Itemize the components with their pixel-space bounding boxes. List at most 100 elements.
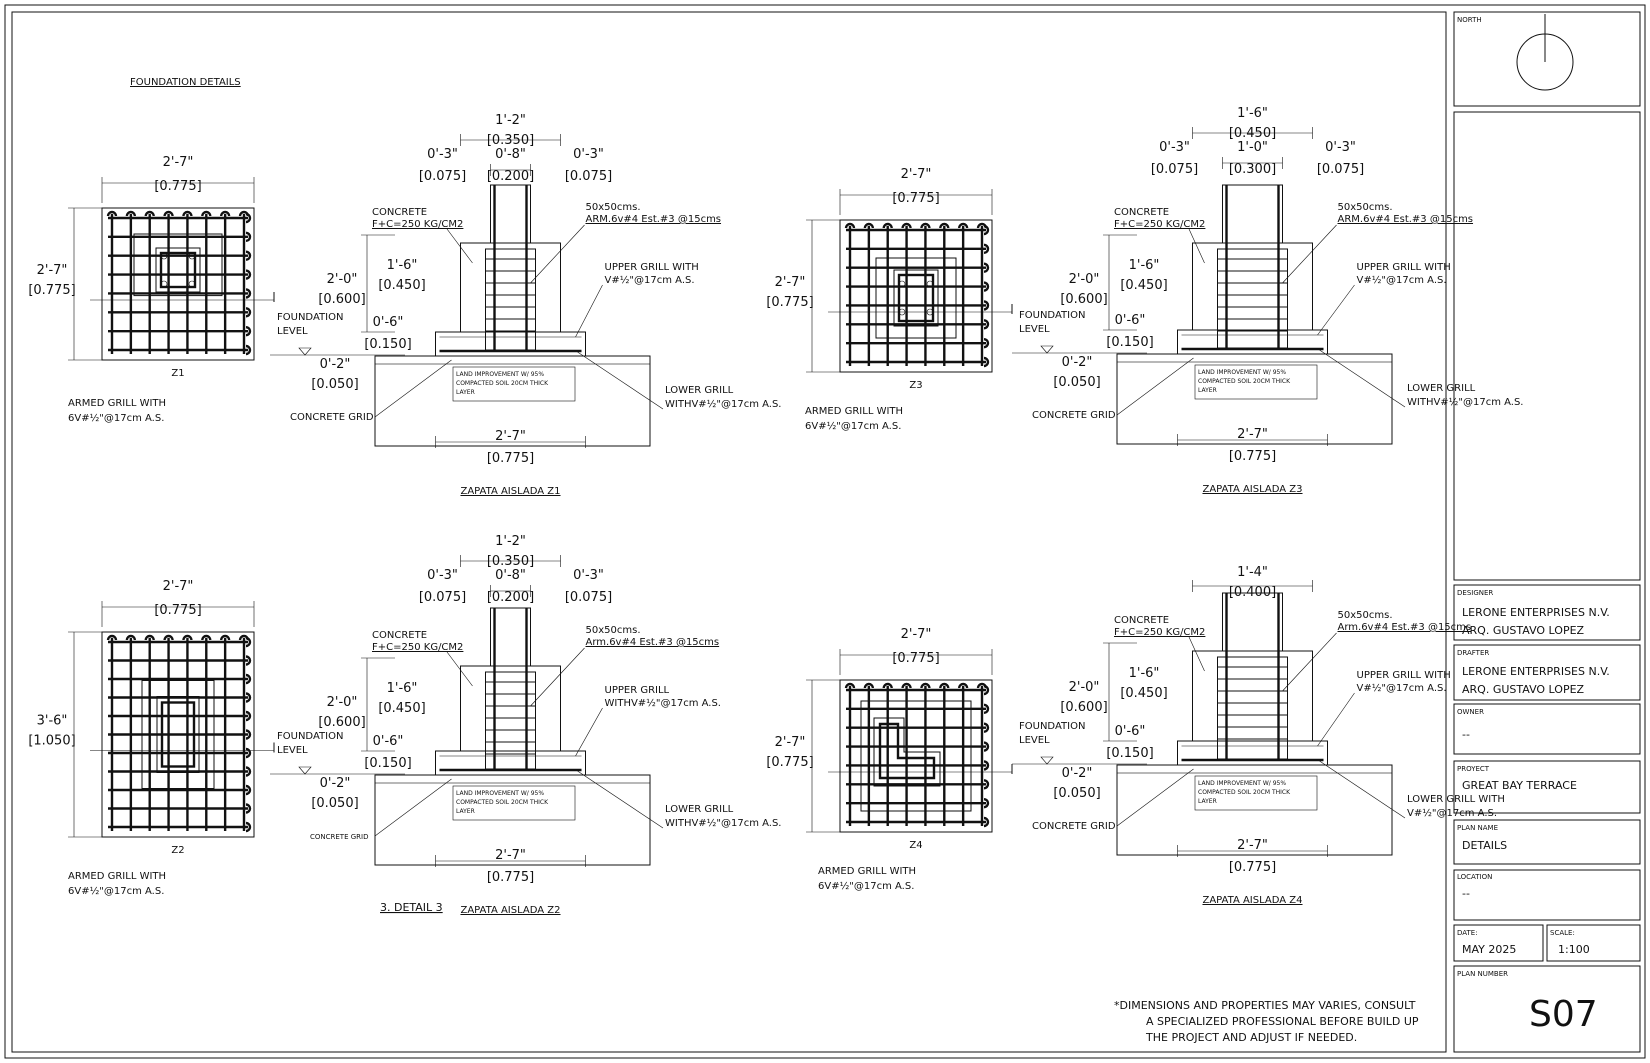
pedestal — [460, 665, 561, 752]
plan-note-line-2: 6V#½"@17cm A.S. — [68, 412, 164, 424]
slab-height: 0'-6" — [373, 315, 404, 330]
plan-label: Z2 — [171, 845, 184, 856]
pedestal-outline — [875, 257, 957, 339]
plan-note-line-2: 6V#½"@17cm A.S. — [818, 880, 914, 892]
plan-note-line-2: 6V#½"@17cm A.S. — [805, 420, 901, 432]
rebar-dot — [160, 252, 168, 260]
rebar-dot — [926, 280, 934, 288]
rebar-hook — [201, 210, 212, 217]
level-marker-icon — [1040, 345, 1054, 354]
concrete-label-line-1: CONCRETE — [372, 207, 427, 218]
foundation-level-line-2: LEVEL — [277, 326, 308, 337]
upper-grill-line-2: WITHV#½"@17cm A.S. — [605, 697, 722, 709]
concrete-grid-label: CONCRETE GRID — [1032, 821, 1116, 832]
section-right-offset-metric: [0.075] — [565, 169, 612, 184]
section-left-offset: 0'-3" — [1159, 140, 1190, 155]
land-improvement-line-2: COMPACTED SOIL 20CM THICK — [456, 799, 549, 806]
base-width-metric: [0.775] — [487, 451, 534, 466]
section-total-width-metric: [0.350] — [487, 554, 534, 569]
plan-height-metric: [0.775] — [766, 295, 813, 310]
rebar-hook — [983, 319, 990, 330]
pedestal-height: 1'-6" — [1129, 258, 1160, 273]
land-improvement-line-3: LAYER — [1198, 387, 1217, 394]
concrete-grid-label: CONCRETE GRID — [1032, 410, 1116, 421]
concrete-grid-layer — [1116, 353, 1393, 363]
plan-number-box — [1453, 965, 1641, 1053]
plan-width-dimension: 2'-7" — [163, 579, 194, 594]
project-box — [1453, 760, 1641, 814]
land-improvement-line-3: LAYER — [456, 808, 475, 815]
slab-height: 0'-6" — [373, 734, 404, 749]
rebar-spec-line-1: 50x50cms. — [586, 625, 641, 636]
rebar-hook — [201, 634, 212, 641]
base-width: 2'-7" — [495, 848, 526, 863]
rebar-hook — [983, 356, 990, 368]
concrete-label-line-2: F+C=250 KG/CM2 — [372, 642, 463, 653]
rebar-spec-line-2: ARM.6v#4 Est.#3 @15cms — [1338, 214, 1474, 225]
outer-border — [4, 4, 1646, 1059]
detail-reference: 3. DETAIL 3 — [380, 901, 443, 914]
foundation-level-line-1: FOUNDATION — [1019, 721, 1085, 732]
rebar-hook — [219, 634, 231, 641]
rebar-spec-line-1: 50x50cms. — [586, 202, 641, 213]
land-improvement-line-3: LAYER — [456, 389, 475, 396]
slab-height-metric: [0.150] — [364, 337, 411, 352]
upper-grill-line-1: UPPER GRILL WITH — [605, 262, 699, 273]
location-label: LOCATION — [1457, 873, 1492, 881]
rebar-hook — [882, 682, 893, 689]
concrete-label-line-2: F+C=250 KG/CM2 — [372, 219, 463, 230]
concrete-grid-layer — [374, 774, 651, 784]
pedestal-total-height: 2'-0" — [1069, 680, 1100, 695]
rebar-hook — [182, 210, 193, 217]
grid-thickness-metric: [0.050] — [1053, 375, 1100, 390]
concrete-label-line-1: CONCRETE — [372, 630, 427, 641]
section-column-width-metric: [0.200] — [487, 169, 534, 184]
rebar-hook — [863, 682, 875, 689]
rebar-hook — [844, 682, 856, 689]
lower-grill-line-1: LOWER GRILL — [665, 804, 734, 815]
pedestal-total-height-metric: [0.600] — [318, 715, 365, 730]
concrete-grid-layer — [374, 355, 651, 365]
drafter-line-2: ARQ. GUSTAVO LOPEZ — [1462, 683, 1585, 696]
slab-height: 0'-6" — [1115, 724, 1146, 739]
rebar-hook — [957, 222, 969, 229]
section-right-offset: 0'-3" — [573, 568, 604, 583]
leader-line — [577, 351, 664, 410]
rebar-hook — [245, 212, 252, 224]
rebar-hook — [245, 655, 252, 666]
column-outline — [156, 696, 200, 773]
section-left-offset-metric: [0.075] — [419, 590, 466, 605]
footing-outline — [101, 631, 255, 838]
rebar-hook — [901, 682, 912, 689]
rebar-hook — [163, 634, 174, 641]
plan-label: Z1 — [171, 368, 184, 379]
section-total-width-metric: [0.450] — [1229, 126, 1276, 141]
plan-width-metric: [0.775] — [154, 603, 201, 618]
column-outline — [155, 247, 201, 293]
rebar-hook — [983, 741, 990, 752]
slab-height-metric: [0.150] — [364, 756, 411, 771]
pedestal-height: 1'-6" — [387, 258, 418, 273]
plan-height-dimension: 2'-7" — [775, 735, 806, 750]
rebar-hook — [920, 682, 931, 689]
rebar-hook — [245, 729, 252, 740]
footing-slab — [1177, 329, 1328, 355]
section-left-offset-metric: [0.075] — [419, 169, 466, 184]
north-label: NORTH — [1457, 16, 1482, 24]
footing-slab — [435, 750, 586, 776]
pedestal-total-height-metric: [0.600] — [1060, 292, 1107, 307]
lower-grill-line-1: LOWER GRILL — [665, 385, 734, 396]
section-title: ZAPATA AISLADA Z3 — [1202, 484, 1302, 495]
column-stirrup — [878, 722, 936, 780]
rebar-hook — [245, 231, 252, 243]
date-box — [1453, 924, 1544, 962]
section-total-width-metric: [0.400] — [1229, 585, 1276, 600]
grid-thickness-metric: [0.050] — [311, 377, 358, 392]
grid-thickness: 0'-2" — [1062, 766, 1093, 781]
date-label: DATE: — [1457, 929, 1478, 937]
rebar-hook — [144, 634, 155, 641]
pedestal-outline — [141, 680, 215, 789]
section-total-width-metric: [0.350] — [487, 133, 534, 148]
rebar-cage — [485, 248, 536, 351]
